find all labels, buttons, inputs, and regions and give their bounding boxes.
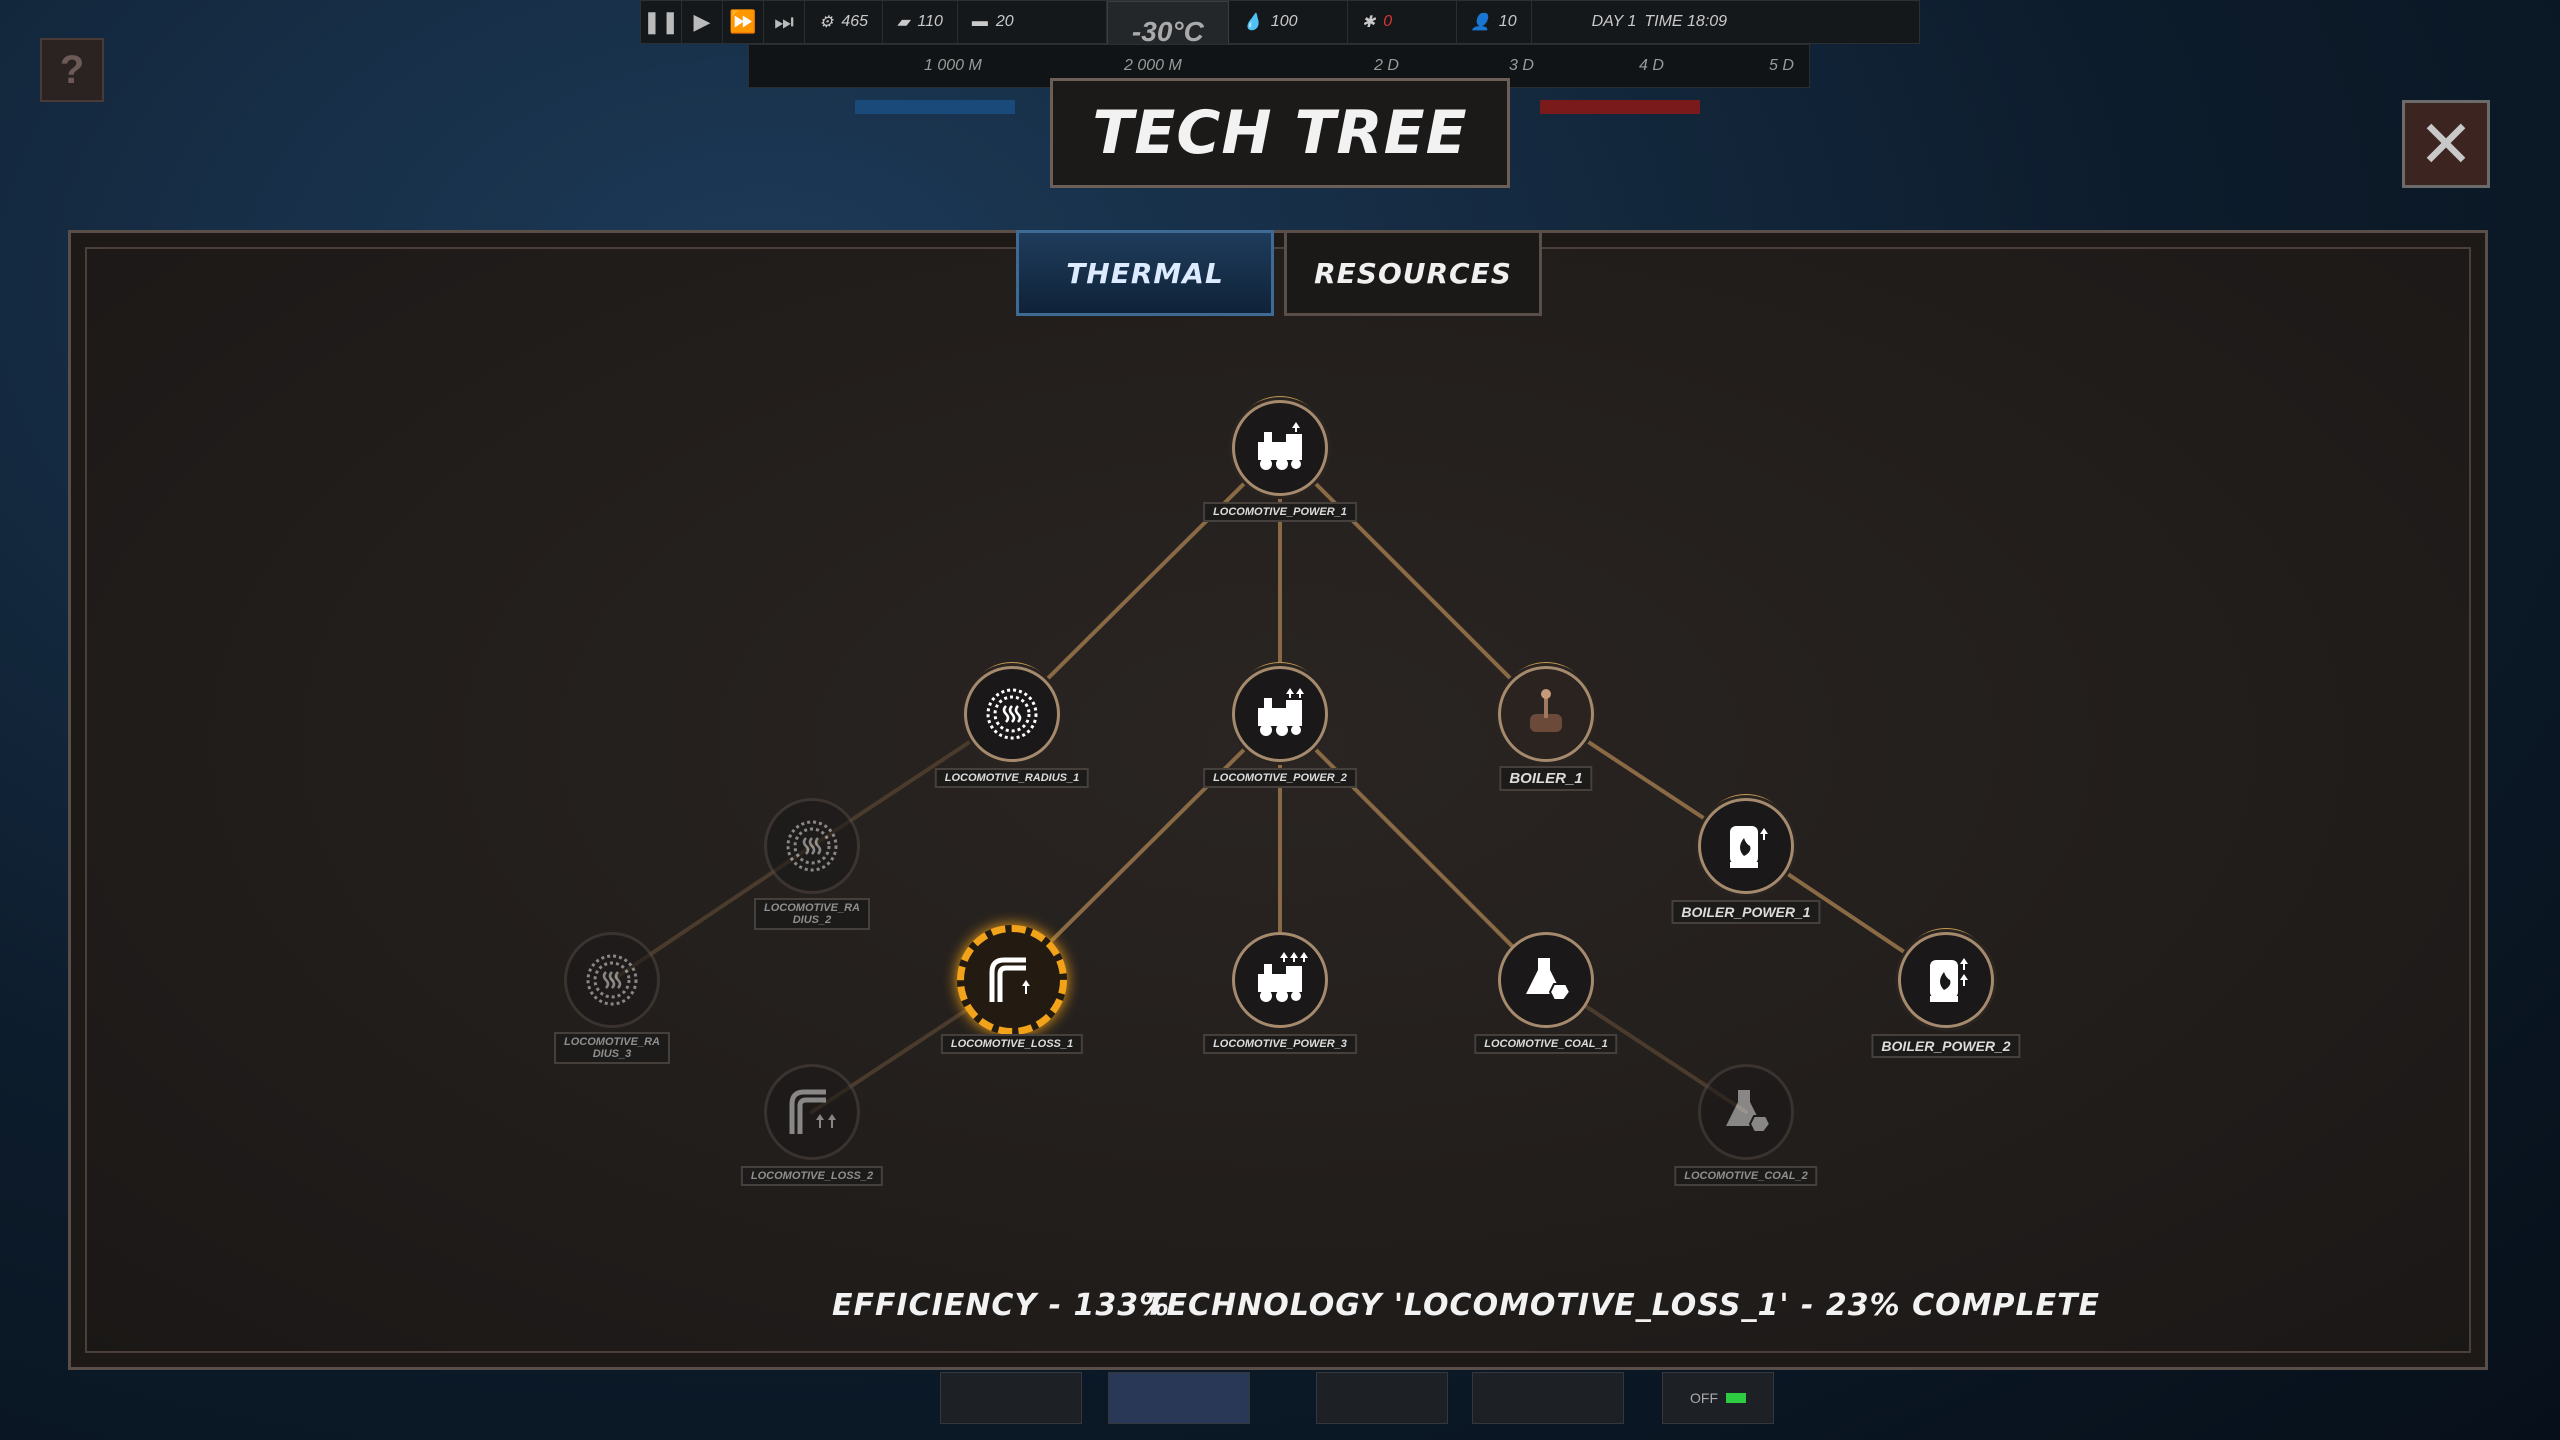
tech-node-locomotive-coal-2[interactable]: [1698, 1064, 1794, 1160]
tech-label-boiler-power-2: BOILER_POWER_2: [1871, 1034, 2021, 1058]
tech-label-boiler-power-1: BOILER_POWER_1: [1671, 900, 1821, 924]
plank-icon: ▰: [897, 14, 910, 31]
tech-node-boiler-power-1[interactable]: [1698, 798, 1794, 894]
furnace-icon: [1930, 958, 1968, 1002]
fastest-forward-button[interactable]: ⏭: [764, 1, 805, 43]
date-time: DAY 1 TIME 18:09: [1591, 13, 1728, 30]
heat-bar: [855, 100, 1015, 114]
tech-label-locomotive-radius-2: LOCOMOTIVE_RADIUS_2: [754, 898, 870, 930]
tech-label-locomotive-coal-1: LOCOMOTIVE_COAL_1: [1474, 1034, 1618, 1054]
tech-label-locomotive-radius-3: LOCOMOTIVE_RADIUS_3: [554, 1032, 670, 1064]
coal-flask-icon: [1526, 958, 1572, 1001]
locomotive-icon: [1258, 422, 1302, 470]
resource-metal: ⚙ 465: [805, 1, 884, 43]
heat-radius-icon: [986, 688, 1038, 740]
tech-node-locomotive-power-3[interactable]: [1232, 932, 1328, 1028]
resource-water: 💧 100: [1229, 1, 1348, 43]
tech-label-boiler-1: BOILER_1: [1499, 766, 1593, 791]
resource-coal: ▬ 20: [958, 1, 1107, 43]
resource-food: ✱ 0: [1348, 1, 1457, 43]
furnace-icon: [1730, 826, 1768, 868]
tech-label-locomotive-power-3: LOCOMOTIVE_POWER_3: [1203, 1034, 1357, 1054]
bottom-slot-4[interactable]: [1472, 1372, 1624, 1424]
link-power1-boiler1: [1278, 446, 1548, 716]
locomotive-icon: [1258, 952, 1308, 1002]
tech-label-locomotive-power-1: LOCOMOTIVE_POWER_1: [1203, 502, 1357, 522]
tech-node-boiler-1[interactable]: [1498, 666, 1594, 762]
play-button[interactable]: ▶: [682, 1, 723, 43]
tech-node-locomotive-radius-3[interactable]: [564, 932, 660, 1028]
boiler-lever-icon: [1530, 689, 1562, 732]
wheat-icon: ✱: [1361, 14, 1376, 31]
tech-node-locomotive-power-2[interactable]: [1232, 666, 1328, 762]
link-power2-coal1: [1278, 712, 1548, 982]
tab-thermal[interactable]: THERMAL: [1016, 230, 1274, 316]
tech-node-locomotive-radius-2[interactable]: [764, 798, 860, 894]
tech-node-locomotive-radius-1[interactable]: [964, 666, 1060, 762]
pipe-loss-icon: [789, 1089, 836, 1134]
tech-node-locomotive-coal-1[interactable]: [1498, 932, 1594, 1028]
pause-button[interactable]: ❚❚: [641, 1, 682, 43]
gear-icon: ⚙: [819, 14, 834, 31]
switch-indicator: [1726, 1393, 1746, 1403]
tech-label-locomotive-power-2: LOCOMOTIVE_POWER_2: [1203, 768, 1357, 788]
pipe-loss-icon: [989, 957, 1030, 1002]
page-title: TECH TREE: [1050, 78, 1510, 188]
water-drop-icon: 💧: [1242, 14, 1263, 31]
tech-node-locomotive-power-1[interactable]: [1232, 400, 1328, 496]
person-icon: 👤: [1470, 14, 1491, 31]
power-switch[interactable]: OFF: [1662, 1372, 1774, 1424]
tab-resources[interactable]: RESOURCES: [1284, 230, 1542, 316]
resource-workers: 👤 10: [1457, 1, 1532, 43]
locomotive-icon: [1258, 688, 1304, 736]
tech-label-locomotive-loss-2: LOCOMOTIVE_LOSS_2: [740, 1166, 884, 1186]
resource-planks: ▰ 110: [883, 1, 958, 43]
heat-radius-icon: [586, 954, 638, 1006]
tech-label-locomotive-radius-1: LOCOMOTIVE_RADIUS_1: [934, 768, 1090, 788]
bottom-slot-3[interactable]: [1316, 1372, 1448, 1424]
tech-label-locomotive-coal-2: LOCOMOTIVE_COAL_2: [1674, 1166, 1818, 1186]
bottom-slot-1[interactable]: [940, 1372, 1082, 1424]
tech-node-locomotive-loss-1[interactable]: [957, 925, 1067, 1035]
tech-node-boiler-power-2[interactable]: [1898, 932, 1994, 1028]
top-hud: ❚❚ ▶ ⏩ ⏭ ⚙ 465 ▰ 110 ▬ 20 -30°C 💧 100 ✱ …: [640, 0, 1920, 63]
research-progress-text: TECHNOLOGY 'LOCOMOTIVE_LOSS_1' - 23% COM…: [1145, 1288, 2101, 1323]
danger-bar: [1540, 100, 1700, 114]
bottom-slot-2[interactable]: [1108, 1372, 1250, 1424]
close-button[interactable]: ✕: [2402, 100, 2490, 188]
tech-label-locomotive-loss-1: LOCOMOTIVE_LOSS_1: [940, 1034, 1084, 1054]
coal-flask-icon: [1726, 1090, 1772, 1133]
tech-node-locomotive-loss-2[interactable]: [764, 1064, 860, 1160]
help-button[interactable]: ?: [40, 38, 104, 102]
heat-radius-icon: [786, 820, 838, 872]
link-power2-loss1: [1010, 712, 1282, 982]
fast-forward-button[interactable]: ⏩: [723, 1, 764, 43]
link-power1-radius1: [1010, 446, 1282, 716]
wagon-icon: ▬: [971, 13, 988, 30]
efficiency-text: EFFICIENCY - 133%: [832, 1288, 1171, 1323]
